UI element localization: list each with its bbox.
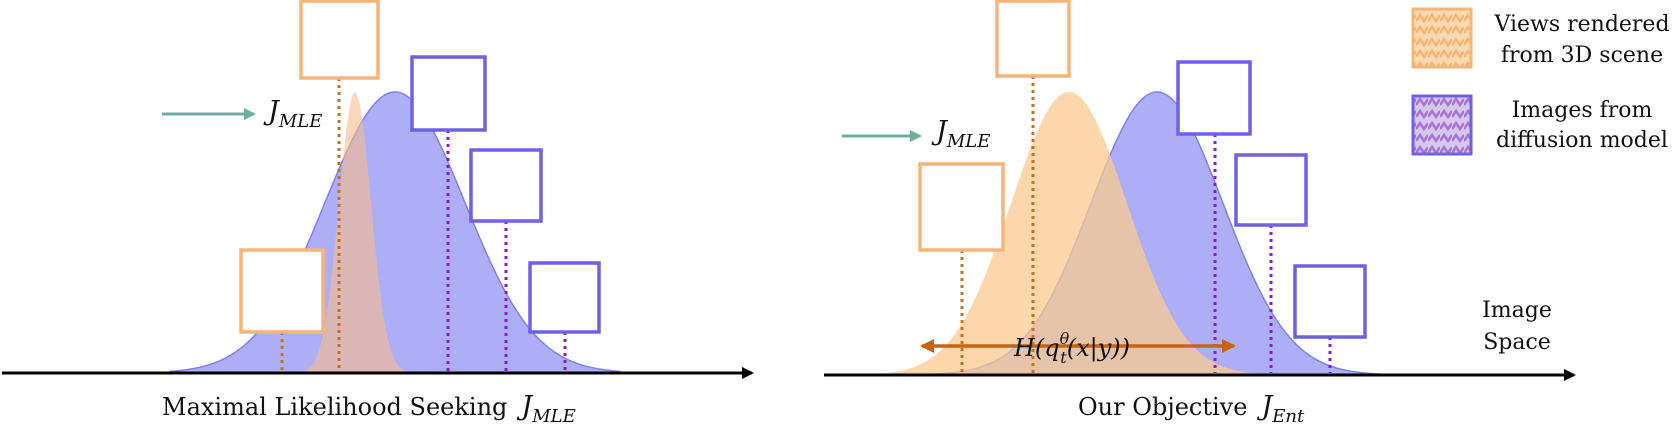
right-blue-view-box-2 bbox=[1234, 153, 1308, 227]
legend-label-diffusion-images-2: diffusion model bbox=[1496, 128, 1668, 153]
legend-label-rendered-views-2: from 3D scene bbox=[1501, 43, 1663, 68]
right-pointer-label: JMLE bbox=[931, 116, 990, 152]
left-orange-distribution bbox=[300, 92, 410, 374]
axis-label-line-2: Space bbox=[1483, 330, 1551, 355]
right-blue-view-box-3 bbox=[1293, 264, 1367, 339]
right-orange-view-box-2 bbox=[918, 162, 1005, 252]
legend-label-diffusion-images-1: Images from bbox=[1512, 98, 1653, 123]
right-blue-view-box-1 bbox=[1176, 60, 1252, 136]
legend-swatch-diffusion-images bbox=[1411, 94, 1473, 156]
left-blue-view-box-1 bbox=[410, 55, 487, 132]
left-orange-view-box-2 bbox=[239, 248, 325, 334]
right-orange-distribution bbox=[880, 92, 1270, 375]
legend-swatch-rendered-views bbox=[1411, 7, 1473, 69]
legend: Views rendered from 3D scene Images from… bbox=[1411, 7, 1670, 156]
left-orange-view-box-1 bbox=[299, 0, 380, 80]
right-orange-view-box-1 bbox=[995, 0, 1071, 78]
left-blue-view-box-2 bbox=[469, 148, 543, 223]
left-pointer-label: JMLE bbox=[263, 96, 322, 132]
axis-label-line-1: Image bbox=[1482, 298, 1552, 323]
left-blue-view-box-3 bbox=[528, 261, 601, 334]
legend-label-rendered-views-1: Views rendered bbox=[1493, 12, 1669, 37]
